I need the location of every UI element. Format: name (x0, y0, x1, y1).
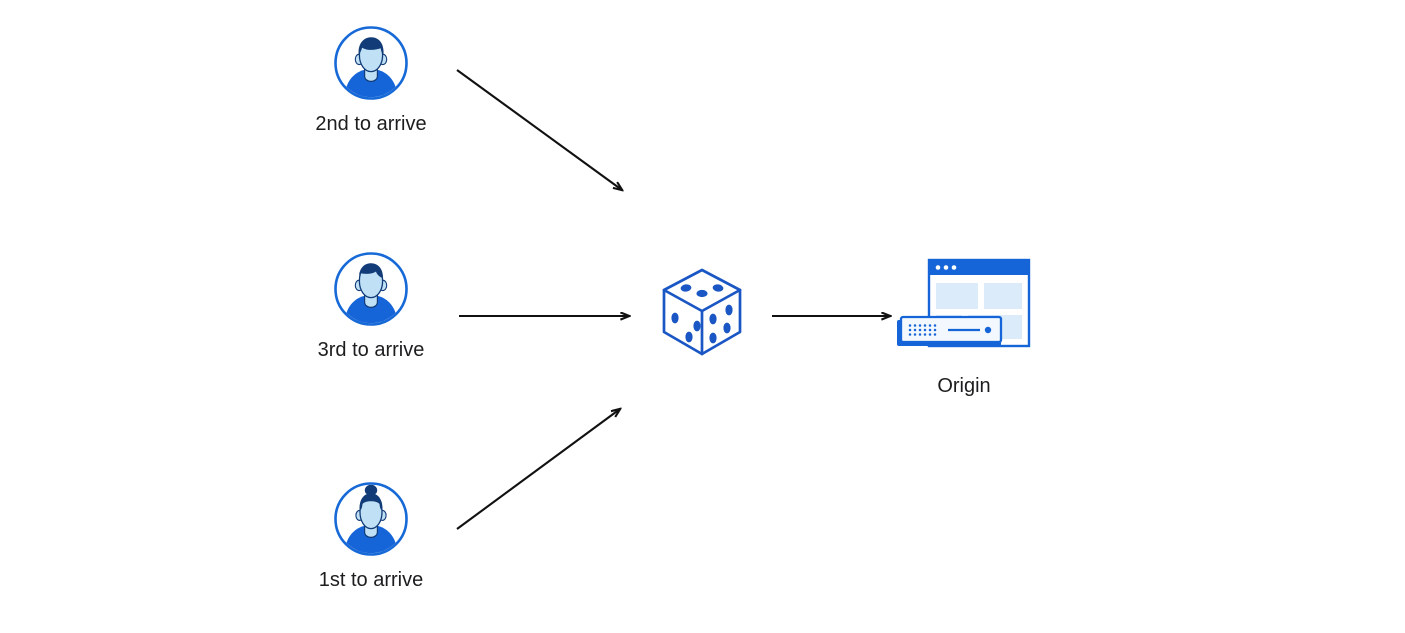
user-female-avatar-icon (333, 481, 409, 557)
client-node-1st[interactable]: 1st to arrive (319, 481, 423, 593)
origin-server-icon (888, 255, 1040, 365)
client-label-1st: 1st to arrive (318, 569, 424, 591)
origin-label: Origin (937, 375, 991, 397)
dice-node[interactable] (658, 266, 746, 358)
arrow-client-1st-to-dice (456, 409, 620, 530)
client-label-3rd: 3rd to arrive (317, 339, 425, 361)
user-male-avatar-icon (333, 251, 409, 327)
origin-node[interactable]: Origin (888, 255, 1040, 399)
client-node-3rd[interactable]: 3rd to arrive (318, 251, 424, 363)
client-label-2nd: 2nd to arrive (315, 113, 427, 135)
user-male-avatar-icon (333, 25, 409, 101)
dice-icon (662, 268, 742, 356)
arrow-client-2nd-to-dice (456, 69, 622, 190)
client-node-2nd[interactable]: 2nd to arrive (315, 25, 427, 137)
